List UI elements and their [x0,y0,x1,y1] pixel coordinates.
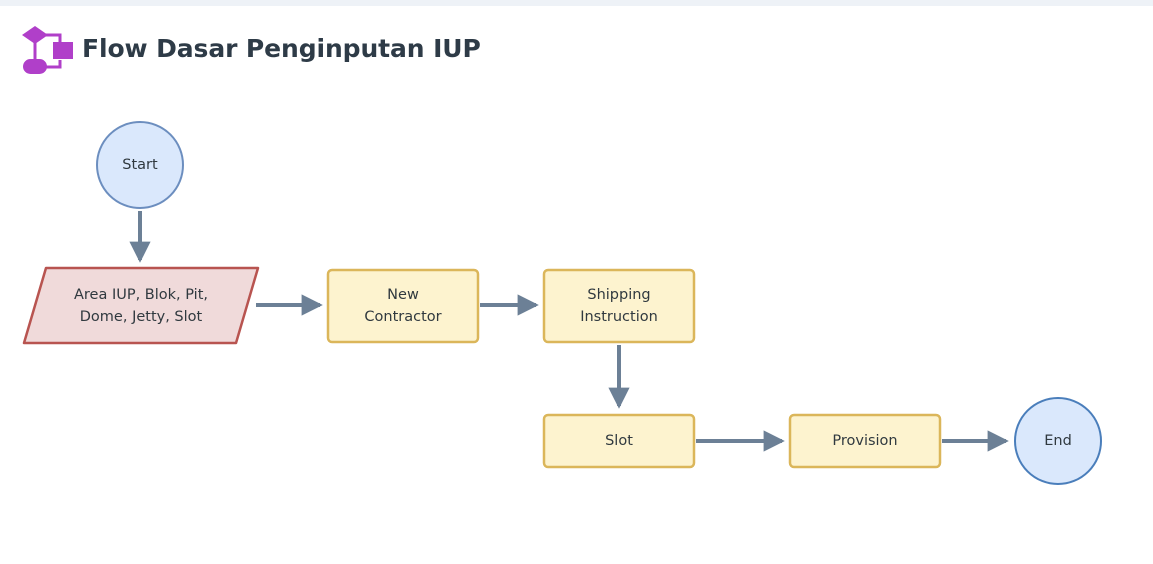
node-area-iup[interactable] [22,266,260,345]
node-new-contractor[interactable] [326,268,480,344]
top-accent-band [0,0,1153,6]
flow-nodes [22,121,1102,485]
node-shipping-instruction[interactable] [542,268,696,344]
node-end[interactable] [1014,397,1102,485]
node-slot[interactable] [542,413,696,469]
flowchart-icon [20,24,74,76]
page-header: Flow Dasar Penginputan IUP [0,6,1153,84]
node-start[interactable] [96,121,184,209]
node-provision[interactable] [788,413,942,469]
page-title: Flow Dasar Penginputan IUP [82,34,481,63]
flow-edges [129,211,1009,452]
